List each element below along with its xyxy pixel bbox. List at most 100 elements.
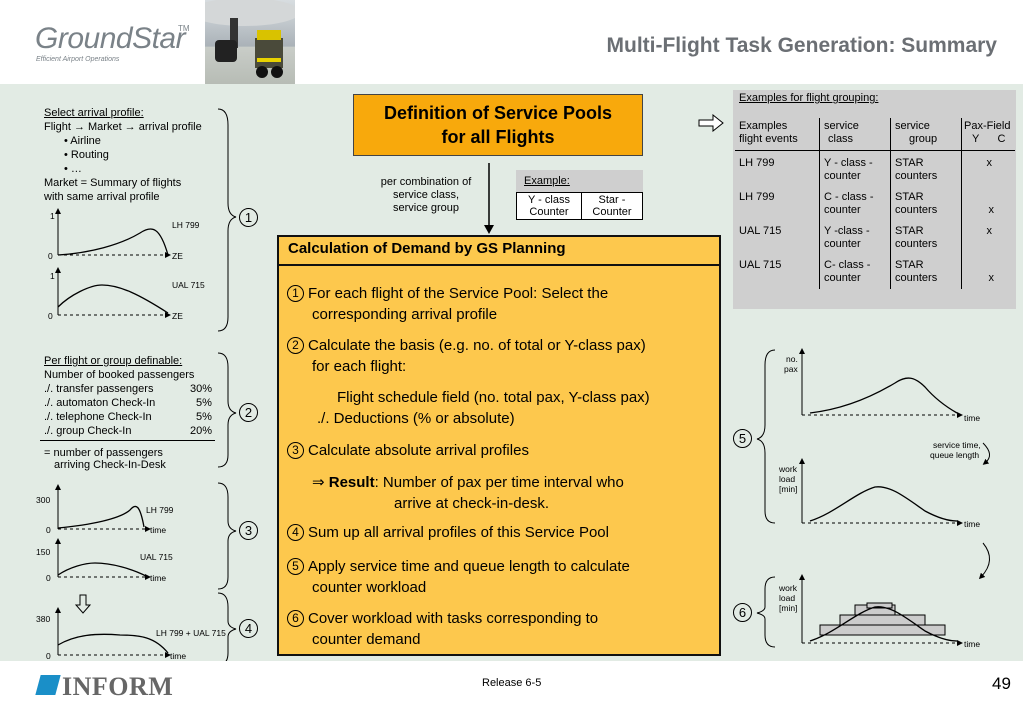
curved-arrow-icon — [978, 542, 990, 580]
arrival-heading: Select arrival profile: — [44, 107, 144, 119]
pax-row-label: ./. group Check-In — [44, 425, 132, 437]
arrival-line: • Airline — [64, 135, 101, 147]
step-circle-5: 5 — [733, 429, 752, 448]
summed-chart — [55, 607, 171, 658]
step-number: 2 — [287, 337, 304, 354]
step-circle-6: 6 — [733, 603, 752, 622]
chart-series-label: LH 799 — [146, 505, 174, 515]
chart-x-end: time — [964, 519, 981, 529]
chart-x-end: time — [964, 413, 981, 423]
chart-series-label: LH 799 — [172, 220, 200, 230]
chart-y-zero: 0 — [46, 573, 51, 583]
chart-ylabel: load — [779, 593, 796, 603]
per-combo-line: service group — [392, 202, 460, 214]
chart-y-zero: 0 — [48, 311, 53, 321]
chart-y-top: 1 — [50, 271, 55, 281]
curved-arrow-icon — [982, 442, 990, 465]
groundstar-logo: GroundStar — [35, 22, 186, 55]
def-title-line: Definition of Service Pools — [383, 103, 613, 123]
per-combo-line: per combination of — [380, 176, 472, 188]
service-pool-definition-box: Definition of Service Pools for all Flig… — [353, 94, 643, 156]
chart-ylabel: no. — [786, 354, 798, 364]
chart-y-zero: 0 — [46, 651, 51, 661]
calc-title: Calculation of Demand by GS Planning — [279, 237, 719, 266]
step-circle-1: 1 — [239, 208, 258, 227]
page-title: Multi-Flight Task Generation: Summary — [606, 34, 998, 57]
service-time-note: queue length — [930, 450, 980, 460]
service-time-note: service time, — [933, 440, 981, 450]
left-mini-charts — [55, 208, 171, 658]
pax-result: arriving Check-In-Desk — [54, 459, 166, 471]
absolute-chart-lh799 — [55, 484, 151, 532]
left-braces — [217, 108, 237, 665]
arrival-line: • Routing — [64, 149, 109, 161]
inform-logo: INFORM — [62, 672, 174, 701]
chart-y-zero: 0 — [48, 251, 53, 261]
header: GroundStar TM Efficient Airport Operatio… — [0, 0, 1023, 84]
chart-x-end: ZE — [172, 251, 183, 261]
chart-y-zero: 0 — [46, 525, 51, 535]
example-cell: Star -Counter — [580, 192, 644, 220]
step-circle-3: 3 — [239, 521, 258, 540]
absolute-chart-ual715 — [55, 538, 151, 580]
pax-line: Number of booked passengers — [44, 369, 195, 381]
pax-row-label: ./. transfer passengers — [44, 383, 154, 395]
chart-x-end: time — [150, 525, 167, 535]
per-combo-line: service class, — [392, 189, 460, 201]
step-number: 6 — [287, 610, 304, 627]
chart-x-end: time — [150, 573, 167, 583]
arrival-line: • … — [64, 163, 82, 175]
step-circle-2: 2 — [239, 403, 258, 422]
chart-ylabel: load — [779, 474, 796, 484]
pax-heading: Per flight or group definable: — [44, 355, 183, 367]
arrival-line: Flight → Market → arrival profile — [44, 121, 202, 133]
pax-row-value: 5% — [196, 411, 212, 423]
chart-y-top: 300 — [36, 495, 51, 505]
chart-y-top: 380 — [36, 614, 51, 624]
page-number: 49 — [992, 674, 1011, 693]
arrival-chart-ual715 — [55, 267, 171, 318]
counter-demand-chart — [799, 574, 963, 646]
chart-ylabel: [min] — [779, 484, 798, 494]
footer: INFORM Release 6-5 49 — [0, 661, 1023, 708]
chart-x-end: time — [964, 639, 981, 649]
down-arrow — [484, 163, 494, 234]
chart-x-end: time — [170, 651, 187, 661]
pax-result: = number of passengers — [44, 447, 163, 459]
chart-series-label: UAL 715 — [172, 280, 205, 290]
down-arrow-icon — [74, 594, 92, 614]
grouping-title: Examples for flight grouping: — [739, 92, 879, 104]
pax-row-label: ./. automaton Check-In — [44, 397, 156, 409]
right-charts — [756, 348, 990, 648]
chart-ylabel: pax — [784, 364, 798, 374]
pax-row-value: 20% — [190, 425, 213, 437]
release-label: Release 6-5 — [482, 677, 542, 689]
step-2-detail: Flight schedule field (no. total pax, Y-… — [317, 389, 650, 427]
chart-x-end: ZE — [172, 311, 183, 321]
arrival-line: with same arrival profile — [44, 191, 160, 203]
aircraft-photo — [205, 0, 295, 84]
logo-trademark: TM — [178, 24, 190, 33]
chart-y-top: 150 — [36, 547, 51, 557]
step-number: 4 — [287, 524, 304, 541]
divider — [40, 440, 215, 441]
step-number: 3 — [287, 442, 304, 459]
arrival-line: Market = Summary of flights — [44, 177, 182, 189]
